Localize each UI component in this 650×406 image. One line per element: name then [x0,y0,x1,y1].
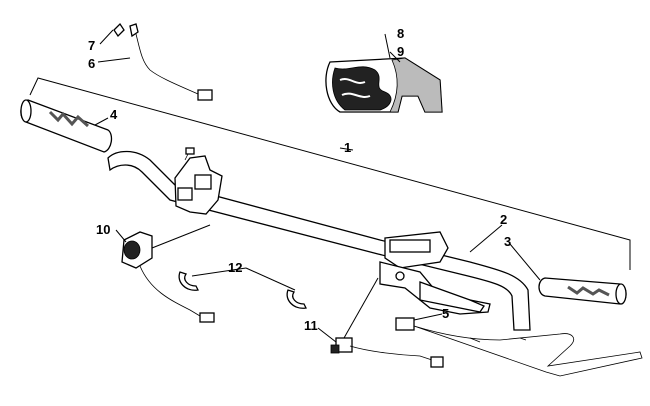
callout-leaders [94,29,541,343]
brake-switch-cable [395,317,643,377]
callout-6: 6 [88,56,95,71]
retaining-clips [178,271,307,309]
callout-3: 3 [504,234,511,249]
left-clamp-bracket [174,147,223,215]
brake-master-cylinder [379,231,491,315]
switch-housing [121,224,215,323]
callout-8: 8 [397,26,404,41]
callout-9: 9 [397,44,404,59]
left-grip [20,99,113,153]
callout-10: 10 [96,222,110,237]
callout-11: 11 [304,318,318,333]
callout-4: 4 [110,107,118,122]
wiring-harness [330,277,444,368]
callout-1: 1 [344,140,351,155]
callout-7: 7 [88,38,95,53]
heater-wire [113,22,213,101]
handlebar-pad [325,57,443,113]
right-grip [538,277,627,305]
part-1-leader-lines [29,77,631,270]
callout-labels: 1 2 3 4 5 6 7 8 9 10 11 12 [88,26,511,333]
callout-5: 5 [442,306,449,321]
callout-12: 12 [228,260,242,275]
callout-2: 2 [500,212,507,227]
